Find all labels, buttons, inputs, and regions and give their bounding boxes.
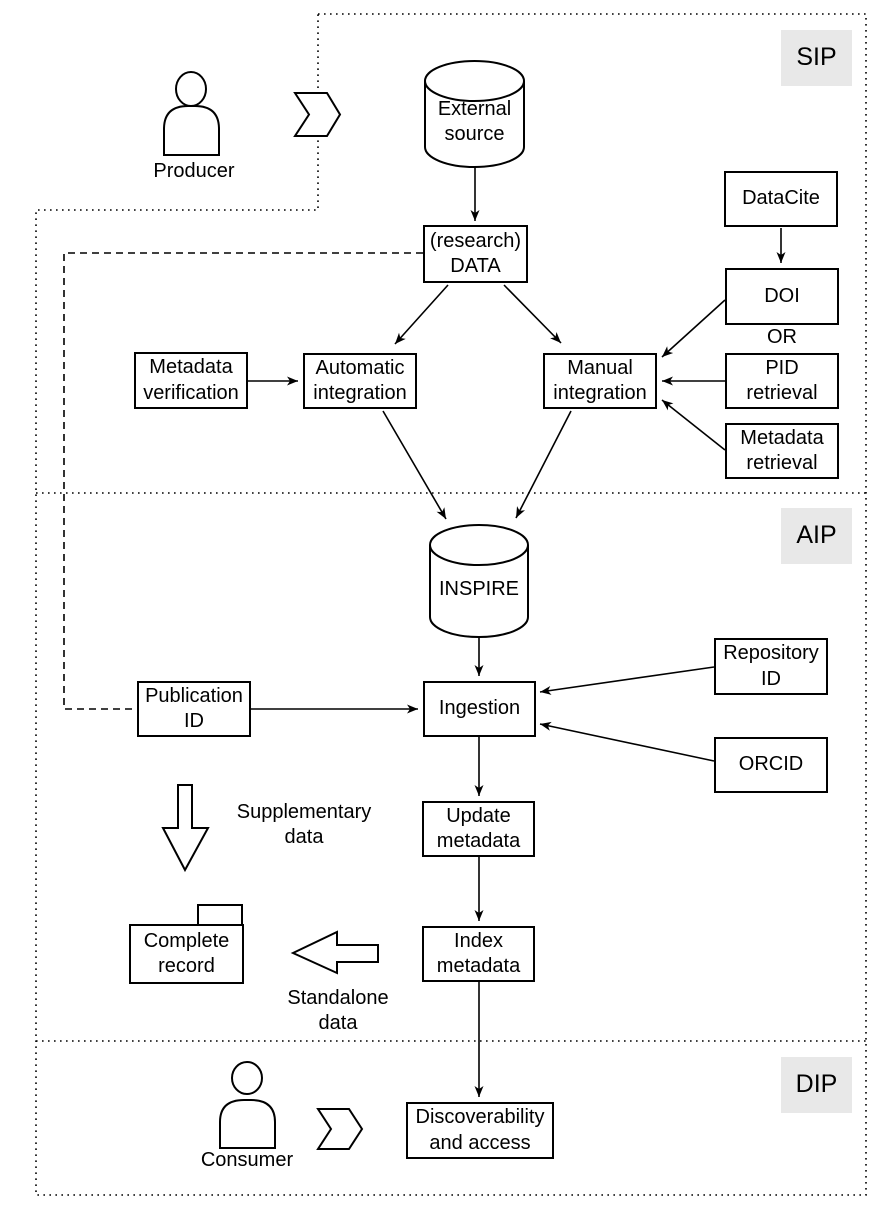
region-label-aip: AIP	[781, 508, 852, 564]
edge-repository-id-to-ingestion	[539, 666, 715, 695]
node-research-data: (research) DATA	[423, 225, 528, 283]
standalone-data-label: Standalone data	[287, 986, 389, 1034]
node-update-metadata: Update metadata	[422, 801, 535, 857]
complete-record-folder-tab-icon	[197, 904, 243, 926]
external-source-cylinder	[424, 60, 525, 168]
producer-person-icon	[163, 105, 220, 156]
edge-research-data-to-publication-id-dashed	[63, 252, 423, 710]
node-external-source: External source	[437, 97, 512, 145]
node-manual-integration: Manual integration	[543, 353, 657, 409]
node-metadata-retrieval: Metadata retrieval	[725, 423, 839, 479]
consumer-flow-chevron-icon	[316, 1108, 364, 1150]
node-doi: DOI	[725, 268, 839, 325]
consumer-person-icon	[219, 1099, 276, 1149]
node-publication-id: Publication ID	[137, 681, 251, 737]
node-orcid: ORCID	[714, 737, 828, 793]
node-repository-id: Repository ID	[714, 638, 828, 695]
or-label: OR	[767, 326, 797, 349]
node-index-metadata: Index metadata	[422, 926, 535, 982]
edge-metadata-retrieval-to-manual-integration	[661, 399, 726, 451]
edge-manual-integration-to-inspire	[515, 410, 572, 519]
node-inspire: INSPIRE	[438, 578, 520, 601]
standalone-data-left-arrow-icon	[290, 930, 379, 975]
node-automatic-integration: Automatic integration	[303, 353, 417, 409]
producer-label: Producer	[153, 160, 235, 183]
edge-automatic-integration-to-inspire	[382, 410, 447, 520]
edge-orcid-to-ingestion	[539, 721, 715, 762]
node-metadata-verification: Metadata verification	[134, 352, 248, 409]
edge-research-data-to-automatic-integration	[394, 284, 449, 345]
supplementary-data-label: Supplementary data	[236, 800, 372, 848]
producer-head-icon	[175, 71, 207, 107]
node-ingestion: Ingestion	[423, 681, 536, 737]
inspire-cylinder-rim	[429, 544, 529, 566]
inspire-cylinder	[429, 524, 529, 638]
edge-research-data-to-manual-integration	[503, 284, 562, 344]
consumer-head-icon	[231, 1061, 263, 1095]
node-datacite: DataCite	[724, 171, 838, 227]
node-discoverability-and-access: Discoverability and access	[406, 1102, 554, 1159]
producer-flow-chevron-icon	[293, 92, 342, 137]
node-complete-record: Complete record	[143, 929, 230, 977]
external-source-cylinder-rim	[424, 80, 525, 102]
region-label-sip: SIP	[781, 30, 852, 86]
consumer-label: Consumer	[200, 1149, 294, 1172]
region-label-dip: DIP	[781, 1057, 852, 1113]
complete-record-folder-icon	[129, 924, 244, 984]
node-pid-retrieval: PID retrieval	[725, 353, 839, 409]
supplementary-data-down-arrow-icon	[161, 784, 210, 873]
edge-doi-to-manual-integration	[661, 299, 726, 358]
